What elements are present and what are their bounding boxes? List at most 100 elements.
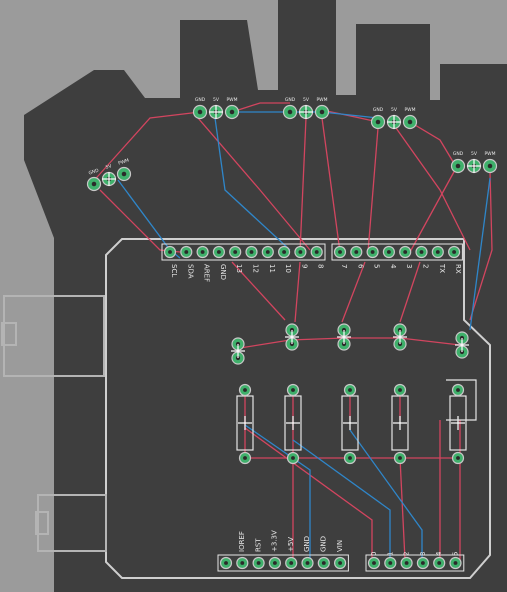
small-component bbox=[231, 337, 245, 365]
header-outline bbox=[365, 554, 465, 572]
pad-hole bbox=[282, 250, 287, 254]
pad-hole bbox=[338, 250, 342, 254]
header-pin-label: 0 bbox=[370, 552, 378, 556]
pin-label: 5V bbox=[391, 107, 398, 113]
pad-hole bbox=[419, 250, 424, 254]
header-pin-label: 5 bbox=[373, 264, 381, 268]
servo-connector: GND 5V PWM bbox=[86, 157, 132, 192]
header-outline bbox=[331, 243, 463, 261]
pad-hole bbox=[289, 561, 294, 565]
pad-hole bbox=[375, 119, 381, 125]
pad-hole bbox=[456, 456, 460, 460]
usb-connector-tab bbox=[1, 322, 17, 346]
header-pin-label: GND bbox=[219, 264, 227, 280]
header-outline bbox=[217, 554, 349, 572]
header-pin-label: GND bbox=[303, 536, 311, 552]
pad-hole bbox=[243, 456, 247, 460]
pin-label: PWM bbox=[316, 97, 327, 103]
small-component bbox=[393, 323, 407, 351]
pin-label: GND bbox=[285, 97, 296, 103]
pad-hole bbox=[249, 250, 254, 254]
servo-connector: GND 5V PWM bbox=[450, 151, 498, 174]
pin-label: 5V bbox=[471, 151, 478, 157]
small-component bbox=[455, 331, 469, 359]
copper-pour bbox=[24, 0, 507, 592]
trace bbox=[409, 121, 456, 166]
pad-hole bbox=[184, 250, 189, 254]
pad-hole bbox=[291, 456, 295, 460]
pin-label: GND bbox=[88, 167, 100, 176]
trace bbox=[89, 111, 201, 186]
header-pin-label: 3 bbox=[405, 264, 413, 268]
header-pin-label: RX bbox=[454, 264, 462, 274]
header-outline bbox=[161, 243, 326, 261]
board-outline bbox=[1, 238, 491, 579]
header-pin-label: 6 bbox=[356, 264, 364, 269]
pad-hole bbox=[456, 388, 460, 392]
pad-hole bbox=[243, 388, 247, 392]
pad-hole bbox=[256, 561, 261, 565]
pin-label: PWM bbox=[484, 151, 495, 157]
board-outline-edge bbox=[105, 238, 491, 579]
trace bbox=[469, 171, 493, 321]
pad-hole bbox=[287, 109, 293, 115]
small-component bbox=[337, 323, 351, 351]
header-strip bbox=[365, 554, 465, 572]
pad-hole bbox=[404, 561, 409, 565]
pin-label: 5V bbox=[303, 97, 310, 103]
header-pin-label: 11 bbox=[268, 264, 276, 273]
header-pin-label: RST bbox=[254, 538, 262, 552]
trace bbox=[321, 117, 341, 253]
pad-hole bbox=[305, 561, 310, 565]
pin-label: GND bbox=[453, 151, 464, 157]
resistor bbox=[341, 383, 359, 465]
pin-label: GND bbox=[195, 97, 206, 103]
trace bbox=[299, 117, 307, 253]
trace bbox=[231, 261, 286, 321]
pad-hole bbox=[197, 109, 203, 115]
servo-connector: GND 5V PWM bbox=[282, 97, 330, 120]
trace bbox=[367, 127, 379, 253]
pad-hole bbox=[91, 181, 97, 187]
header-pin-label: GND bbox=[320, 536, 328, 552]
pin-label: 5V bbox=[213, 97, 220, 103]
pad-hole bbox=[435, 250, 440, 254]
header-pin-label: 5 bbox=[452, 552, 460, 556]
header-pin-label: SDA bbox=[186, 264, 194, 279]
pin-label: PWM bbox=[118, 157, 130, 166]
small-component bbox=[285, 323, 299, 351]
pad-hole bbox=[398, 388, 402, 392]
pad-hole bbox=[348, 456, 352, 460]
pin-label: 5V bbox=[105, 163, 113, 171]
header-pin-label: 8 bbox=[317, 264, 325, 268]
pin-label: GND bbox=[373, 107, 384, 113]
resistor bbox=[391, 383, 409, 465]
header-pin-label: 9 bbox=[300, 264, 308, 268]
pin-label: PWM bbox=[404, 107, 415, 113]
pad-hole bbox=[168, 250, 172, 254]
servo-connector: GND 5V PWM bbox=[370, 107, 418, 130]
trace bbox=[244, 424, 311, 560]
header-pin-label: 13 bbox=[235, 264, 243, 273]
pad-hole bbox=[233, 250, 238, 254]
resistor bbox=[284, 383, 302, 465]
header-pin-label: 1 bbox=[386, 552, 394, 556]
pad-hole bbox=[398, 456, 402, 460]
pad-hole bbox=[314, 250, 319, 254]
power-jack-outline bbox=[37, 494, 107, 552]
trace bbox=[292, 439, 391, 560]
header-pin-label: 4 bbox=[435, 551, 443, 556]
pad-hole bbox=[121, 171, 127, 177]
pad-hole bbox=[200, 250, 205, 254]
pad-hole bbox=[321, 561, 326, 565]
pad-hole bbox=[403, 250, 408, 254]
pad-hole bbox=[319, 109, 325, 115]
header-pin-label: 7 bbox=[340, 264, 348, 268]
pad-hole bbox=[453, 561, 458, 565]
pad-hole bbox=[370, 250, 375, 254]
header-pin-label: 10 bbox=[284, 264, 292, 273]
